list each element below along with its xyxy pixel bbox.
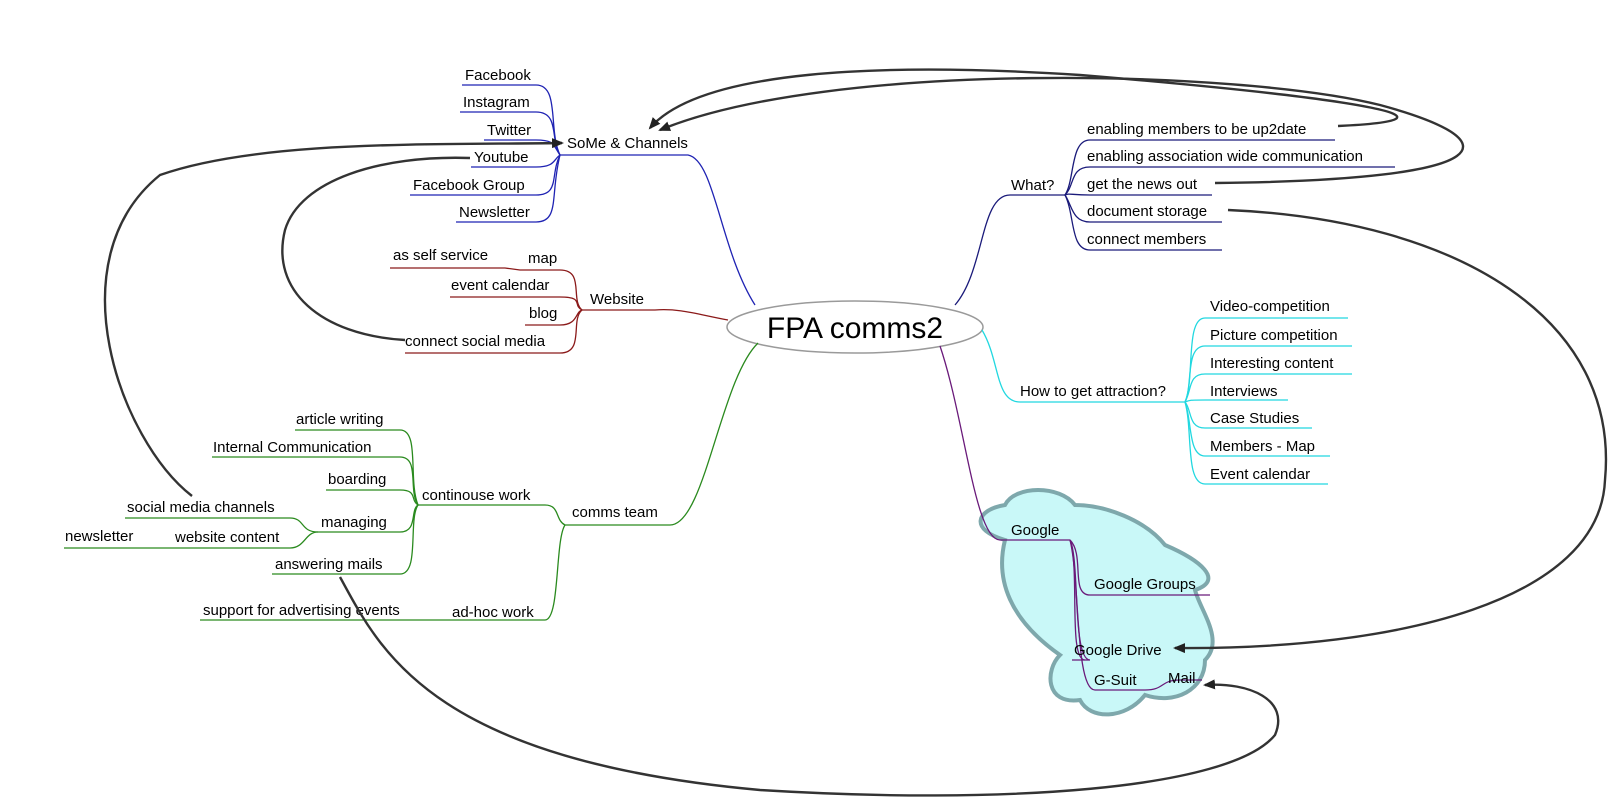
google-node[interactable]: Google — [1011, 522, 1059, 539]
google-mail[interactable]: Mail — [1168, 670, 1196, 687]
website-as-self-service[interactable]: as self service — [393, 247, 488, 264]
branch-website-labels: Website map as self service event calend… — [393, 247, 644, 350]
branch-google — [939, 345, 1210, 691]
some-twitter[interactable]: Twitter — [487, 122, 531, 139]
connector-up2date-to-some — [648, 68, 1399, 130]
some-channels-node[interactable]: SoMe & Channels — [567, 135, 688, 152]
branch-some-channels-labels: SoMe & Channels Facebook Instagram Twitt… — [413, 67, 688, 221]
what-association-communication[interactable]: enabling association wide communication — [1087, 148, 1363, 165]
what-node[interactable]: What? — [1011, 177, 1054, 194]
comms-adhoc-work[interactable]: ad-hoc work — [452, 604, 534, 621]
what-up2date[interactable]: enabling members to be up2date — [1087, 121, 1306, 138]
comms-internal-communication[interactable]: Internal Communication — [213, 439, 371, 456]
comms-team-node[interactable]: comms team — [572, 504, 658, 521]
some-instagram[interactable]: Instagram — [463, 94, 530, 111]
attraction-interviews[interactable]: Interviews — [1210, 383, 1278, 400]
central-node[interactable]: FPA comms2 — [726, 300, 984, 354]
attraction-interesting-content[interactable]: Interesting content — [1210, 355, 1334, 372]
cross-connectors — [103, 68, 1608, 797]
website-connect-social-media[interactable]: connect social media — [405, 333, 546, 350]
what-news-out[interactable]: get the news out — [1087, 176, 1198, 193]
comms-answering-mails[interactable]: answering mails — [275, 556, 383, 573]
comms-boarding[interactable]: boarding — [328, 471, 386, 488]
comms-website-content[interactable]: website content — [174, 529, 280, 546]
comms-support-advertising[interactable]: support for advertising events — [203, 602, 400, 619]
branch-comms-team-labels: comms team continouse work ad-hoc work s… — [65, 411, 658, 621]
attraction-video-competition[interactable]: Video-competition — [1210, 298, 1330, 315]
website-map[interactable]: map — [528, 250, 557, 267]
comms-managing[interactable]: managing — [321, 514, 387, 531]
branch-attraction — [981, 317, 1352, 485]
website-event-calendar[interactable]: event calendar — [451, 277, 549, 294]
connector-mails-to-mail — [338, 576, 1280, 797]
google-gsuit[interactable]: G-Suit — [1094, 672, 1137, 689]
comms-article-writing[interactable]: article writing — [296, 411, 384, 428]
attraction-picture-competition[interactable]: Picture competition — [1210, 327, 1338, 344]
website-node[interactable]: Website — [590, 291, 644, 308]
connector-newsout-to-some — [658, 76, 1465, 185]
attraction-node[interactable]: How to get attraction? — [1020, 383, 1166, 400]
some-facebook-group[interactable]: Facebook Group — [413, 177, 525, 194]
some-youtube[interactable]: Youtube — [474, 149, 529, 166]
central-node-ellipse — [726, 300, 984, 354]
website-blog[interactable]: blog — [529, 305, 557, 322]
branch-google-labels: Google Google Groups Google Drive G-Suit… — [1011, 522, 1196, 689]
google-drive[interactable]: Google Drive — [1074, 642, 1162, 659]
central-node-label: FPA comms2 — [767, 312, 943, 345]
branch-website — [390, 267, 729, 354]
what-document-storage[interactable]: document storage — [1087, 203, 1207, 220]
branch-some-channels — [410, 84, 756, 306]
comms-social-media-channels[interactable]: social media channels — [127, 499, 275, 516]
what-connect-members[interactable]: connect members — [1087, 231, 1206, 248]
connector-socialmedia-to-some — [103, 138, 564, 497]
google-cloud-shape — [978, 488, 1215, 717]
connector-storage-to-drive — [1173, 208, 1608, 654]
comms-continuous-work[interactable]: continouse work — [422, 487, 531, 504]
branch-attraction-labels: How to get attraction? Video-competition… — [1020, 298, 1338, 483]
branch-comms-team — [64, 342, 759, 621]
attraction-case-studies[interactable]: Case Studies — [1210, 410, 1299, 427]
connector-connect-social-to-some — [281, 156, 471, 342]
some-facebook[interactable]: Facebook — [465, 67, 531, 84]
attraction-event-calendar[interactable]: Event calendar — [1210, 466, 1310, 483]
attraction-members-map[interactable]: Members - Map — [1210, 438, 1315, 455]
google-groups[interactable]: Google Groups — [1094, 576, 1196, 593]
comms-newsletter[interactable]: newsletter — [65, 528, 133, 545]
branch-what — [954, 139, 1395, 306]
some-newsletter[interactable]: Newsletter — [459, 204, 530, 221]
branch-what-labels: What? enabling members to be up2date ena… — [1011, 121, 1363, 248]
